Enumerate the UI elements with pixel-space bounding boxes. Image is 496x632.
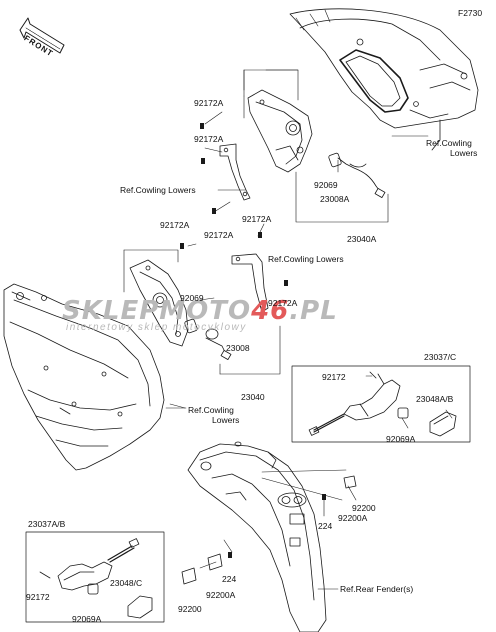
front-turn-signal-middle [129,259,232,360]
label-92200: 92200 [352,503,376,513]
label-23048a-b: 23048A/B [416,394,454,404]
label-92172: 92172 [26,592,50,602]
label-23040: 23040 [241,392,265,402]
upper-leader-lines [187,69,429,247]
label-ref-cowling: Ref.Cowling [188,405,234,415]
label-lowers: Lowers [212,415,240,425]
front-arrow-icon [19,17,65,54]
label-23037-c: 23037/C [424,352,457,362]
label-92200a: 92200A [206,590,236,600]
label-92172a: 92172A [194,134,224,144]
upper-bracket [219,143,251,201]
label-ref-cowling-lowers: Ref.Cowling Lowers [120,185,196,195]
label-23008: 23008 [226,343,250,353]
label-92172: 92172 [322,372,346,382]
label-23037a-b: 23037A/B [28,519,66,529]
middle-leader-lines [123,249,281,409]
label-23048-c: 23048/C [110,578,143,588]
upper-cowling-outline [289,8,479,151]
label-224: 224 [318,521,333,531]
screw-icons-upper [180,123,288,286]
middle-bracket [231,253,269,313]
label-92172a: 92172A [194,98,224,108]
rear-turn-signal-left [25,531,165,623]
label-ref-rear-fender: Ref.Rear Fender(s) [340,584,414,594]
label-224: 224 [222,574,237,584]
label-92172a: 92172A [268,298,298,308]
left-lower-cowling [3,283,165,471]
label-ref-cowling: Ref.Cowling [426,138,472,148]
label-92200: 92200 [178,604,202,614]
front-turn-signal-upper [247,89,386,198]
rear-fender [187,441,327,632]
label-92172a: 92172A [160,220,190,230]
label-92200a: 92200A [338,513,368,523]
label-lowers: Lowers [450,148,478,158]
label-92069a: 92069A [72,614,102,624]
label-92069: 92069 [314,180,338,190]
label-92069a: 92069A [386,434,416,444]
misc-leader-lines [165,375,453,517]
label-23040a: 23040A [347,234,377,244]
figure-code: F2730 [458,8,483,18]
label-23008a: 23008A [320,194,350,204]
label-92172a: 92172A [204,230,234,240]
label-92069: 92069 [180,293,204,303]
fender-mount-hardware [181,469,357,590]
label-ref-cowling-lowers: Ref.Cowling Lowers [268,254,344,264]
rear-turn-signal-right [291,365,471,443]
label-92172a: 92172A [242,214,272,224]
